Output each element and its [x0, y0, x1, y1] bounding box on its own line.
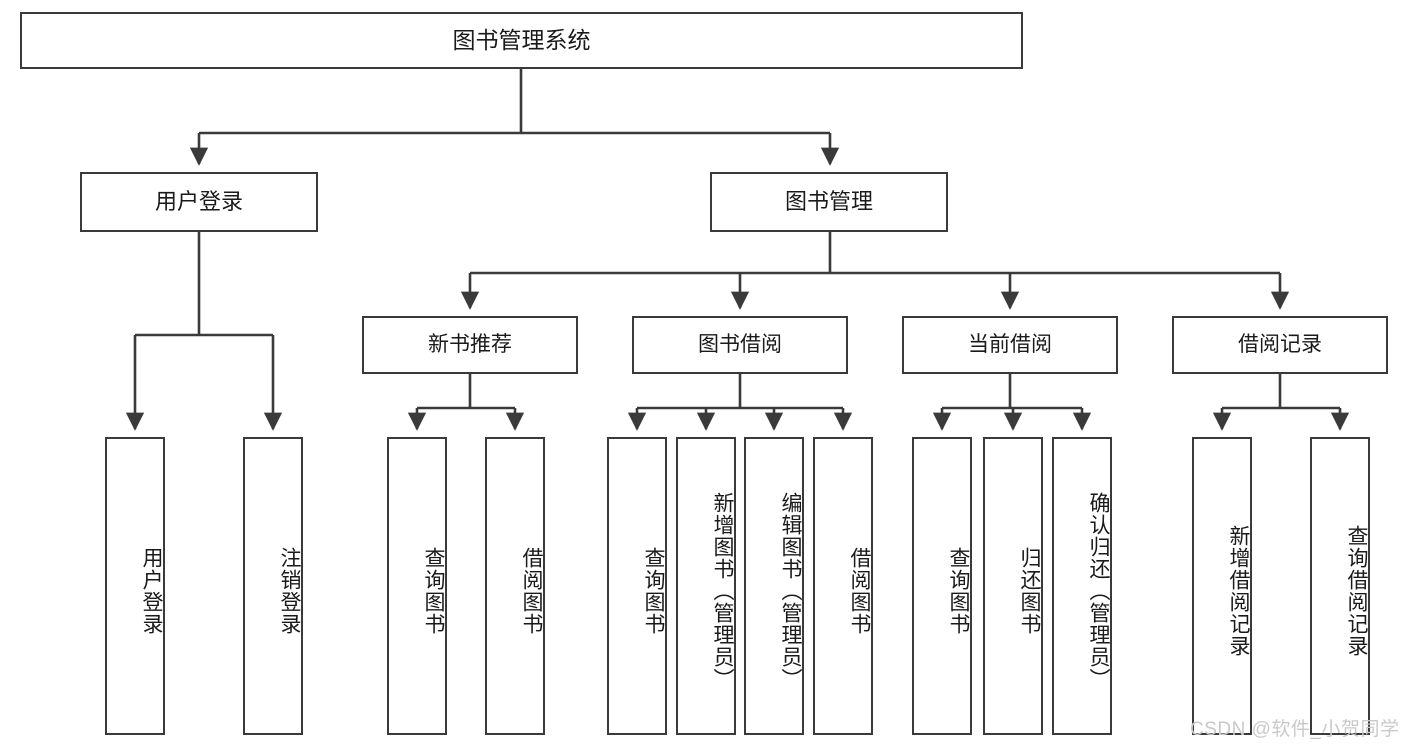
node-user-login[interactable]: 用户登录 [80, 172, 318, 232]
node-borrow-record-label: 借阅记录 [1238, 332, 1322, 356]
node-leaf-query-borrow-record-label: 查询借阅记录 [1345, 525, 1368, 657]
node-current-borrow-label: 当前借阅 [968, 332, 1052, 356]
node-leaf-borrow-book-2-label: 借阅图书 [848, 547, 871, 635]
node-new-book-recommend[interactable]: 新书推荐 [362, 316, 578, 374]
node-leaf-query-book-2-label: 查询图书 [642, 547, 665, 635]
node-user-login-label: 用户登录 [154, 189, 243, 215]
watermark: CSDN @软件_小贺同学 [1190, 719, 1400, 740]
node-leaf-add-borrow-record-label: 新增借阅记录 [1227, 525, 1250, 657]
node-leaf-borrow-book-1-label: 借阅图书 [520, 547, 543, 635]
node-leaf-user-logout-label: 注销登录 [278, 547, 301, 635]
node-new-book-recommend-label: 新书推荐 [428, 332, 512, 356]
node-book-manage[interactable]: 图书管理 [710, 172, 948, 232]
node-leaf-add-book-admin-label: 新增图书（管理员） [711, 492, 734, 690]
node-leaf-query-book-1[interactable]: 查询图书 [387, 437, 447, 735]
node-leaf-confirm-return-admin[interactable]: 确认归还（管理员） [1052, 437, 1112, 735]
node-leaf-query-borrow-record[interactable]: 查询借阅记录 [1310, 437, 1370, 735]
node-current-borrow[interactable]: 当前借阅 [902, 316, 1118, 374]
node-book-manage-label: 图书管理 [784, 189, 873, 215]
node-leaf-user-login[interactable]: 用户登录 [105, 437, 165, 735]
node-leaf-user-login-label: 用户登录 [140, 547, 163, 635]
node-leaf-query-book-3[interactable]: 查询图书 [912, 437, 972, 735]
node-leaf-return-book[interactable]: 归还图书 [983, 437, 1043, 735]
node-leaf-add-book-admin[interactable]: 新增图书（管理员） [676, 437, 736, 735]
node-leaf-query-book-2[interactable]: 查询图书 [607, 437, 667, 735]
node-leaf-edit-book-admin[interactable]: 编辑图书（管理员） [744, 437, 804, 735]
node-leaf-add-borrow-record[interactable]: 新增借阅记录 [1192, 437, 1252, 735]
node-root-label: 图书管理系统 [452, 26, 591, 53]
node-leaf-borrow-book-1[interactable]: 借阅图书 [485, 437, 545, 735]
node-leaf-edit-book-admin-label: 编辑图书（管理员） [779, 492, 802, 690]
node-leaf-user-logout[interactable]: 注销登录 [243, 437, 303, 735]
node-leaf-query-book-3-label: 查询图书 [947, 547, 970, 635]
node-book-borrow[interactable]: 图书借阅 [632, 316, 848, 374]
node-leaf-query-book-1-label: 查询图书 [422, 547, 445, 635]
node-root[interactable]: 图书管理系统 [20, 12, 1023, 69]
node-leaf-confirm-return-admin-label: 确认归还（管理员） [1087, 492, 1110, 690]
node-leaf-return-book-label: 归还图书 [1018, 547, 1041, 635]
node-book-borrow-label: 图书借阅 [698, 332, 782, 356]
node-borrow-record[interactable]: 借阅记录 [1172, 316, 1388, 374]
node-leaf-borrow-book-2[interactable]: 借阅图书 [813, 437, 873, 735]
